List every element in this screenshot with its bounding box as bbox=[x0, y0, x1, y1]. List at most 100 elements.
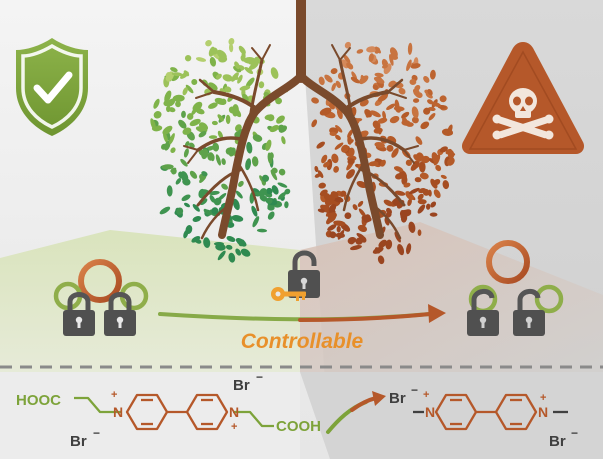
leaf bbox=[314, 173, 321, 178]
leaf bbox=[183, 148, 189, 158]
bromide-left-top-charge: − bbox=[256, 370, 263, 384]
leaf bbox=[171, 72, 183, 77]
leaf bbox=[341, 144, 349, 153]
leaf bbox=[399, 209, 412, 217]
leaf bbox=[233, 65, 242, 73]
leaf bbox=[430, 101, 442, 108]
leaf bbox=[380, 159, 386, 167]
leaf bbox=[226, 222, 235, 228]
chem-zone-left bbox=[0, 372, 300, 459]
leaf bbox=[398, 87, 406, 95]
leaf bbox=[393, 106, 405, 112]
closed-lock-icon bbox=[104, 292, 136, 336]
skull-warning-icon bbox=[461, 42, 585, 154]
leaf bbox=[251, 205, 258, 217]
leaf bbox=[385, 239, 393, 250]
leaf bbox=[428, 112, 436, 121]
leaf bbox=[366, 46, 377, 53]
leaf bbox=[277, 124, 285, 131]
leaf bbox=[418, 188, 427, 194]
leaf bbox=[409, 187, 420, 195]
leaf bbox=[175, 178, 182, 185]
charge-plus-left-1: + bbox=[111, 389, 117, 401]
leaf bbox=[251, 156, 259, 167]
leaf bbox=[394, 231, 401, 243]
leaf bbox=[275, 97, 282, 105]
leaf bbox=[331, 153, 339, 164]
leaf bbox=[391, 148, 399, 158]
leaf bbox=[166, 185, 173, 197]
open-lock-icon bbox=[467, 289, 499, 336]
leaf bbox=[181, 110, 186, 118]
leaf bbox=[319, 107, 332, 116]
leaf bbox=[184, 55, 192, 62]
leaf bbox=[335, 80, 341, 89]
leaf bbox=[336, 225, 341, 233]
leaf bbox=[169, 133, 175, 145]
leaf bbox=[208, 46, 216, 57]
leaf bbox=[417, 204, 426, 214]
leaf bbox=[370, 110, 381, 118]
leaf bbox=[182, 127, 192, 135]
leaf bbox=[207, 152, 214, 161]
leaf bbox=[358, 208, 367, 218]
leaf bbox=[359, 75, 369, 85]
leaf bbox=[215, 73, 222, 80]
leaf bbox=[413, 98, 420, 103]
leaf bbox=[161, 164, 174, 170]
leaf bbox=[170, 67, 178, 73]
leaf bbox=[377, 127, 382, 135]
leaf bbox=[237, 74, 243, 84]
leaf bbox=[211, 207, 219, 215]
leaf bbox=[329, 131, 337, 137]
leaf bbox=[235, 237, 247, 247]
closed-lock-icon bbox=[63, 292, 95, 336]
leaf bbox=[389, 54, 394, 66]
leaf bbox=[228, 38, 235, 45]
leaf bbox=[435, 164, 442, 172]
leaf bbox=[185, 225, 193, 234]
leaf bbox=[246, 141, 253, 154]
leaf bbox=[382, 64, 388, 69]
leaf bbox=[270, 169, 278, 181]
leaf bbox=[433, 189, 441, 199]
leaf bbox=[185, 84, 194, 94]
leaf bbox=[330, 68, 338, 75]
leaf bbox=[176, 207, 184, 215]
leaf bbox=[231, 215, 244, 222]
leaf bbox=[175, 101, 181, 108]
leaf bbox=[284, 201, 289, 209]
leaf bbox=[153, 111, 162, 119]
leaf bbox=[191, 79, 198, 85]
leaf bbox=[425, 203, 431, 210]
charge-plus-left-2: + bbox=[231, 421, 237, 433]
leaf bbox=[201, 171, 208, 177]
leaf bbox=[199, 174, 207, 183]
leaf bbox=[217, 114, 224, 122]
leaf bbox=[215, 154, 221, 166]
leaf bbox=[178, 119, 187, 129]
leaf bbox=[347, 135, 352, 145]
leaf bbox=[333, 166, 339, 173]
leaf bbox=[415, 136, 423, 145]
leaf bbox=[180, 158, 188, 167]
leaf bbox=[440, 174, 447, 179]
leaf bbox=[355, 237, 363, 245]
leaf bbox=[266, 187, 273, 195]
bromide-left-top: Br bbox=[233, 377, 250, 394]
leaf bbox=[344, 212, 352, 220]
charge-plus-right-1: + bbox=[423, 389, 429, 401]
bromide-left-bottom: Br bbox=[70, 433, 87, 450]
leaf bbox=[281, 136, 286, 145]
leaf bbox=[232, 75, 239, 80]
leaf bbox=[331, 82, 337, 92]
leaf bbox=[429, 212, 438, 217]
leaf bbox=[217, 130, 224, 139]
leaf bbox=[401, 111, 410, 119]
leaf bbox=[228, 252, 236, 263]
transition-arrow bbox=[158, 304, 446, 323]
leaf bbox=[238, 180, 244, 187]
leaf bbox=[350, 245, 362, 251]
leaf bbox=[163, 100, 170, 107]
